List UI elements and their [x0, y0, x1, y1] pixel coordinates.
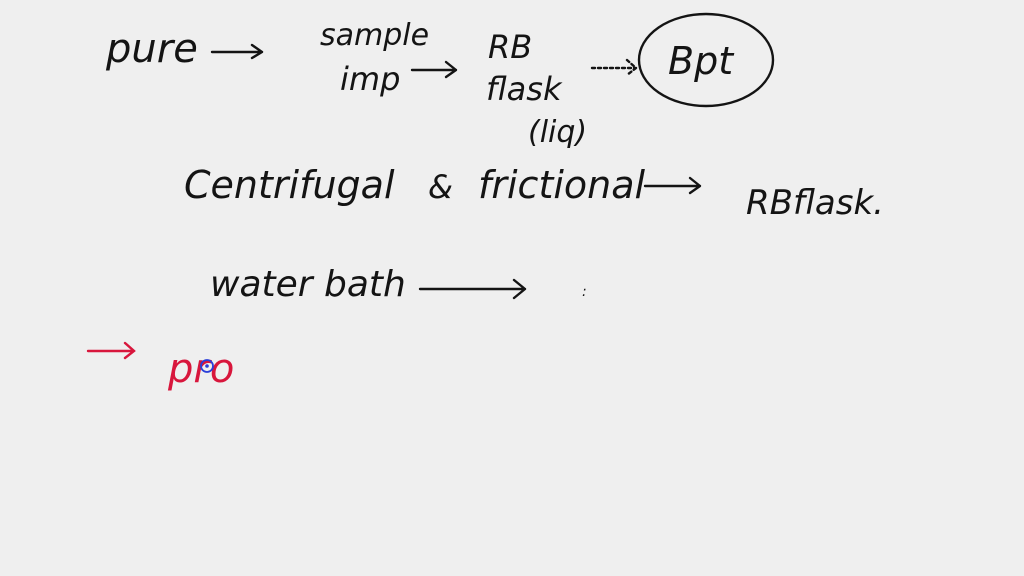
circle-annotation: [637, 12, 775, 108]
text-rb: RB: [488, 28, 532, 66]
text-rbflask: RBflask.: [746, 183, 884, 223]
arrow-icon: [210, 43, 264, 60]
text-dots: :: [582, 284, 587, 300]
arrow-icon: [590, 58, 638, 77]
text-imp: imp: [340, 60, 400, 98]
text-and: &: [428, 168, 453, 206]
text-pure: pure: [105, 26, 198, 72]
text-pro: pro: [167, 346, 234, 392]
text-centrifugal: Centrifugal: [184, 163, 395, 207]
text-liq: (liq): [528, 115, 587, 150]
text-water-bath: water bath: [210, 264, 406, 305]
arrow-icon: [410, 60, 458, 79]
arrow-icon: [643, 176, 702, 195]
text-frictional: frictional: [478, 163, 646, 207]
red-arrow-icon: [86, 341, 136, 360]
text-flask: flask: [486, 70, 563, 108]
pen-cursor-dot: [205, 364, 209, 368]
arrow-icon: [418, 278, 527, 300]
pen-cursor-icon: [200, 359, 214, 373]
text-bpt: Bpt: [668, 39, 735, 83]
text-sample: sample: [320, 18, 429, 53]
